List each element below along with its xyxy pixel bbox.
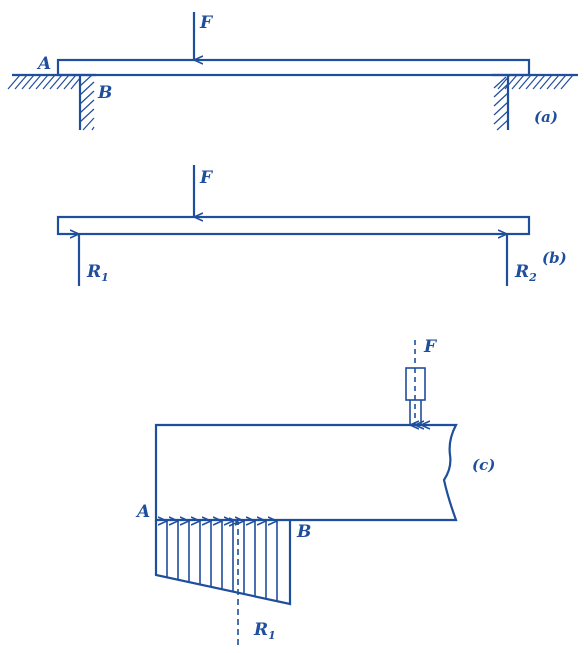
beam-a [56,58,531,77]
force-label-a: F [199,13,214,33]
figure-b: F R1 R2 (b) [56,165,567,286]
figure-a: F A B (a) [7,12,578,131]
figure-tag-b: (b) [542,249,567,267]
right-support-hatch [493,74,574,131]
pressure-arrows [167,521,277,601]
reaction-label-r1: R1 [86,262,109,284]
point-b-label-c: B [296,522,311,542]
figure-tag-c: (c) [472,456,495,474]
point-a-label-a: A [36,54,51,74]
beam-b [56,215,531,236]
point-b-label-a: B [97,83,112,103]
figure-c: F R1 A B (c) [135,337,495,645]
figure-tag-a: (a) [534,108,558,126]
reaction-label-r2: R2 [514,262,537,284]
reaction-label-r1-c: R1 [253,620,276,642]
left-support-hatch [7,74,95,131]
point-a-label-c: A [135,502,150,522]
force-label-c: F [423,337,438,357]
force-label-b: F [199,168,214,188]
pressure-distribution [154,520,292,606]
beam-section-c [154,423,458,522]
